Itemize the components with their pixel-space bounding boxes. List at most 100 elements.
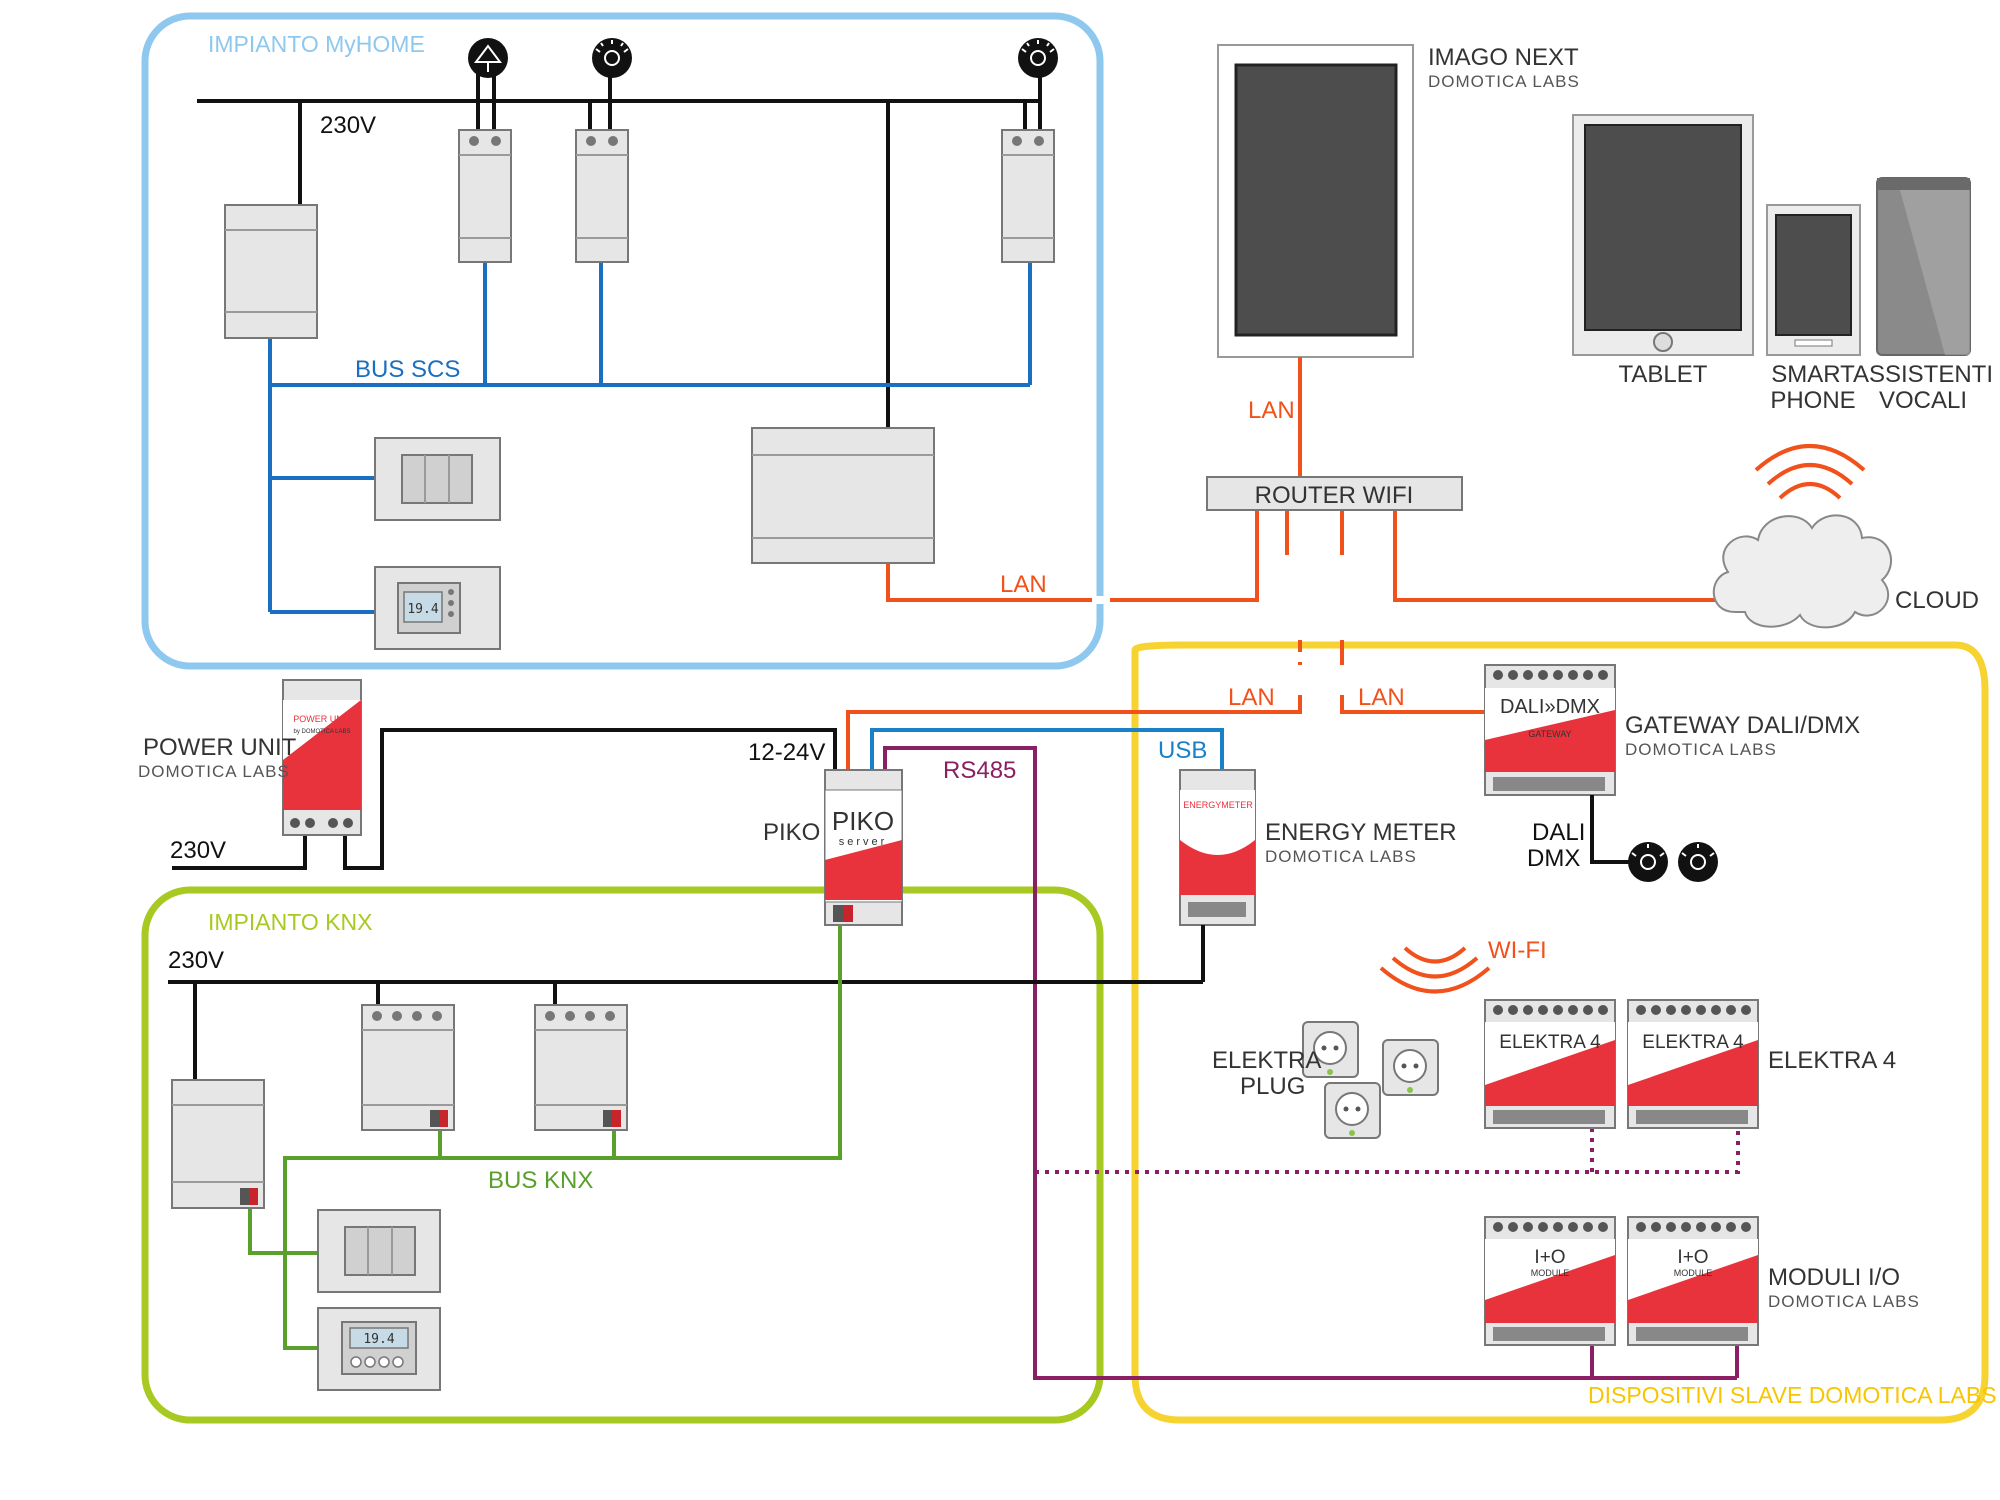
knx-thermostat-display: 19.4 — [363, 1332, 394, 1347]
elektra-plug-label-line2: PLUG — [1240, 1073, 1305, 1100]
tablet-label: TABLET — [1619, 361, 1708, 388]
piko-logo-print: PIKO — [832, 806, 894, 836]
elektra-plug-icon — [1324, 1082, 1381, 1139]
cloud-label: CLOUD — [1895, 587, 1979, 614]
bus-scs-wiring — [268, 262, 1032, 614]
wifi-signal-icon — [1379, 946, 1491, 994]
myhome-actuator-1 — [458, 129, 512, 263]
gateway-terminals — [1493, 670, 1608, 680]
dali-label: DALI — [1532, 819, 1585, 846]
io-word-print: MODULE — [1674, 1268, 1713, 1278]
moduli-io-title: MODULI I/O — [1768, 1264, 1900, 1291]
elektra4-module-2: ELEKTRA 4 — [1627, 999, 1759, 1129]
power-unit-device: POWER UNIT by DOMOTICA LABS — [282, 679, 362, 836]
knx-power-supply — [171, 1079, 265, 1209]
light-bulb-icon — [1628, 842, 1668, 882]
elektra-plug-icon — [1382, 1039, 1439, 1096]
dmx-label: DMX — [1527, 845, 1580, 872]
myhome-actuator-3 — [1001, 129, 1055, 263]
power-unit-subtitle: DOMOTICA LABS — [138, 762, 290, 781]
lan-dashes-over-zone — [1092, 596, 1304, 662]
wifi-label: WI-FI — [1488, 937, 1547, 964]
myhome-power-supply — [224, 204, 318, 339]
wire-230v-knx-label: 230V — [168, 947, 224, 974]
io-module-1: I+O MODULE — [1484, 1216, 1616, 1346]
lan-label-gateway: LAN — [1358, 684, 1405, 711]
zone-myhome-box — [141, 12, 1104, 670]
gateway-dali-dmx-device: DALI»DMX GATEWAY — [1484, 664, 1616, 796]
energy-meter-device: ENERGYMETER — [1179, 769, 1256, 926]
knx-230v-wiring — [168, 980, 1203, 1080]
gateway-logo-print: DALI»DMX — [1500, 696, 1600, 718]
power-unit-print: POWER UNIT — [293, 714, 351, 724]
rs485-dotted-wiring — [1035, 1128, 1740, 1174]
gateway-subtitle: DOMOTICA LABS — [1625, 740, 1777, 759]
imago-next-panel — [1217, 44, 1414, 358]
knx-thermostat: 19.4 — [317, 1307, 441, 1391]
cloud-icon — [1712, 514, 1892, 629]
assistant-label-line1: ASSISTENTI — [1853, 361, 1993, 388]
knx-switch-plate — [317, 1209, 441, 1293]
zone-knx-box — [141, 886, 1104, 1424]
io-logo-print: I+O — [1534, 1247, 1565, 1268]
bus-knx-label: BUS KNX — [488, 1167, 593, 1194]
light-bulb-icon — [1678, 842, 1718, 882]
energy-meter-print: ENERGYMETER — [1183, 800, 1253, 810]
myhome-thermostat-display: 19.4 — [407, 602, 438, 617]
elektra4-module-1: ELEKTRA 4 — [1484, 999, 1616, 1129]
elektra4-logo-print: ELEKTRA 4 — [1642, 1032, 1744, 1053]
elektra-plug-label-line1: ELEKTRA — [1212, 1047, 1321, 1074]
smartphone-label-line1: SMART — [1771, 361, 1855, 388]
knx-actuator-2 — [534, 1004, 628, 1131]
elektra4-logo-print: ELEKTRA 4 — [1499, 1032, 1601, 1053]
zone-slave-label: DISPOSITIVI SLAVE DOMOTICA LABS — [1588, 1382, 1997, 1408]
myhome-switch-plate — [374, 437, 501, 521]
zone-knx-label: IMPIANTO KNX — [208, 909, 372, 935]
myhome-actuator-2 — [575, 129, 629, 263]
moduli-io-subtitle: DOMOTICA LABS — [1768, 1292, 1920, 1311]
cloud-wifi-signal-icon — [1754, 444, 1866, 500]
piko-label: PIKO — [763, 819, 820, 846]
wire-230v-top-label: 230V — [320, 112, 376, 139]
power-unit-title: POWER UNIT — [143, 734, 297, 761]
smartphone-label-line2: PHONE — [1770, 387, 1855, 414]
knx-actuator-1 — [361, 1004, 455, 1131]
power-unit-brand-print: by DOMOTICA LABS — [293, 729, 350, 735]
imago-next-subtitle: DOMOTICA LABS — [1428, 72, 1580, 91]
rs485-wiring — [883, 746, 1739, 1380]
tablet-device — [1572, 114, 1754, 356]
dali-dmx-wiring — [1590, 795, 1640, 864]
gateway-title: GATEWAY DALI/DMX — [1625, 712, 1860, 739]
smartphone-device — [1766, 204, 1861, 356]
lan-label-imago: LAN — [1248, 397, 1295, 424]
light-bulb-icon — [1018, 38, 1058, 78]
io-module-2: I+O MODULE — [1627, 1216, 1759, 1346]
zone-myhome-label: IMPIANTO MyHOME — [208, 31, 425, 57]
bus-scs-label: BUS SCS — [355, 356, 460, 383]
assistant-label-line2: VOCALI — [1879, 387, 1967, 414]
wire-230v-power-label: 230V — [170, 837, 226, 864]
router-wifi-label: ROUTER WIFI — [1255, 482, 1414, 509]
usb-wiring — [870, 728, 1224, 770]
rs485-label: RS485 — [943, 757, 1016, 784]
zone-slave-box — [1131, 641, 1989, 1424]
myhome-thermostat: 19.4 — [374, 566, 501, 650]
myhome-gateway-module — [751, 427, 935, 564]
router-wifi — [1206, 476, 1463, 511]
myhome-230v-wiring — [197, 70, 1042, 428]
energy-meter-subtitle: DOMOTICA LABS — [1265, 847, 1417, 866]
voice-assistant-device — [1876, 177, 1971, 356]
elektra-plug-icon — [1302, 1021, 1359, 1078]
wire-12-24v-label: 12-24V — [748, 739, 825, 766]
piko-server-device: PIKO server — [824, 769, 903, 926]
io-word-print: MODULE — [1531, 1268, 1570, 1278]
ceiling-lamp-icon — [468, 38, 508, 78]
imago-next-title: IMAGO NEXT — [1428, 44, 1579, 71]
power-wiring — [172, 728, 837, 870]
piko-server-print: server — [839, 836, 888, 848]
lan-wiring — [846, 357, 1718, 770]
usb-label: USB — [1158, 737, 1207, 764]
energy-meter-title: ENERGY METER — [1265, 819, 1457, 846]
gateway-word-print: GATEWAY — [1528, 729, 1571, 739]
